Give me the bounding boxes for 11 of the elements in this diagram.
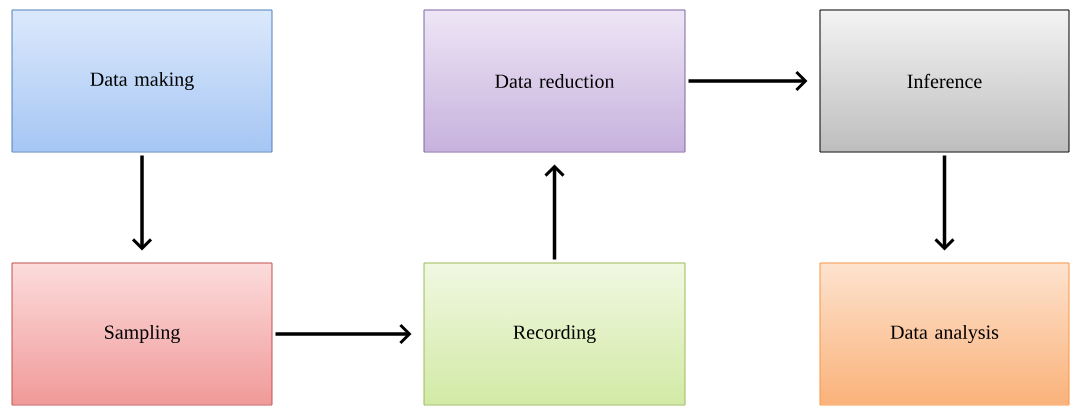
process-box: Data reduction	[423, 9, 686, 153]
process-box: Data analysis	[819, 262, 1070, 406]
arrow	[131, 155, 153, 251]
arrow	[688, 70, 808, 92]
process-box: Recording	[423, 262, 686, 406]
process-box: Data making	[11, 9, 273, 153]
arrow	[934, 155, 955, 251]
process-box: Inference	[819, 9, 1070, 153]
arrow	[275, 323, 412, 345]
arrow	[544, 164, 565, 260]
process-box: Sampling	[11, 262, 273, 406]
